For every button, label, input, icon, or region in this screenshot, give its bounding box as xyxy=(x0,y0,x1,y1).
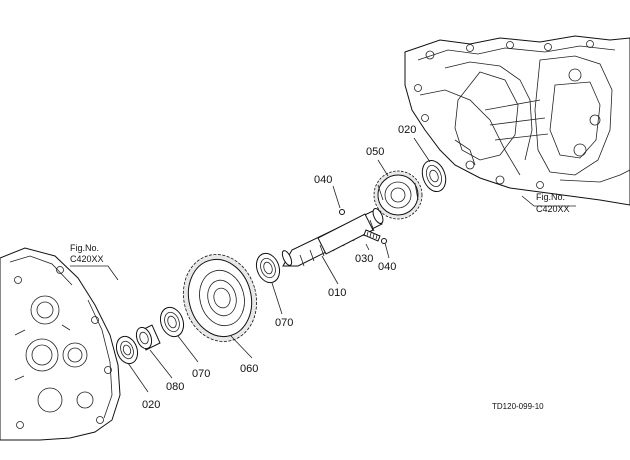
bearing-020-upper xyxy=(421,160,447,192)
callout-070-lower: 070 xyxy=(192,368,210,380)
pin-030 xyxy=(363,229,381,242)
callout-040-upper: 040 xyxy=(314,174,332,186)
callout-060: 060 xyxy=(240,363,258,375)
callout-050: 050 xyxy=(366,146,384,158)
left-transmission-case xyxy=(0,247,121,441)
callout-020-lower: 020 xyxy=(142,399,160,411)
ball-040 xyxy=(381,238,387,244)
fig-reference-left: Fig.No. C420XX xyxy=(70,243,104,264)
fig-ref-left-line1: Fig.No. xyxy=(70,243,99,253)
fig-ref-left-line2: C420XX xyxy=(70,254,104,264)
callout-020-upper: 020 xyxy=(398,124,416,136)
callout-labels: 020 050 040 030 040 010 070 060 070 080 … xyxy=(142,124,416,411)
bearing-020-lower xyxy=(115,335,139,365)
callout-010: 010 xyxy=(328,287,346,299)
bearing-070-lower xyxy=(159,306,185,338)
ball-040-upper xyxy=(339,209,345,215)
fig-ref-right-line1: Fig.No. xyxy=(536,192,565,202)
drawing-code: TD120-099-10 xyxy=(492,402,544,411)
callout-070-upper: 070 xyxy=(275,317,293,329)
shaft-010 xyxy=(281,208,384,267)
right-transmission-case xyxy=(404,35,630,206)
bearing-070-upper xyxy=(255,252,281,284)
callout-080: 080 xyxy=(166,381,184,393)
gear-060 xyxy=(183,254,257,342)
callout-040-lower: 040 xyxy=(378,261,396,273)
leader-lines xyxy=(70,137,576,393)
gear-050 xyxy=(373,170,423,220)
fig-reference-right: Fig.No. C420XX xyxy=(536,192,570,214)
callout-030: 030 xyxy=(355,253,373,265)
collar-080 xyxy=(135,324,161,351)
fig-ref-right-line2: C420XX xyxy=(536,204,570,214)
